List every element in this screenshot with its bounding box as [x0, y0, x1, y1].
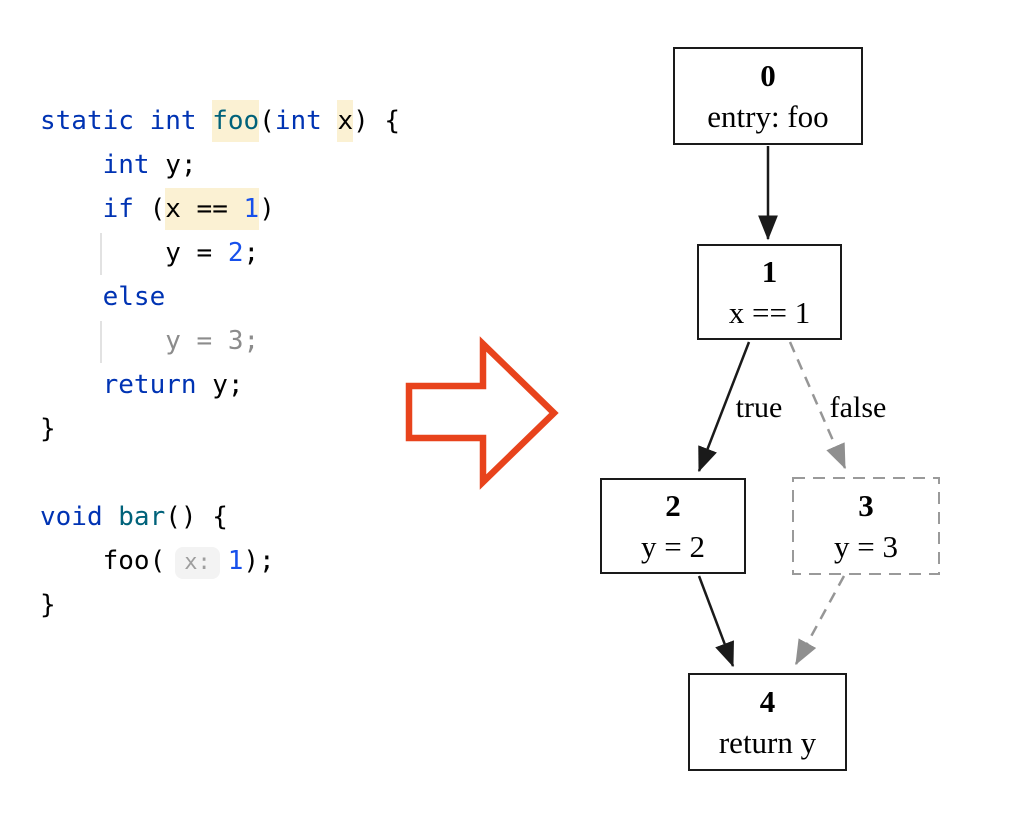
- code-token: static int: [40, 106, 213, 136]
- code-token: (: [259, 106, 275, 136]
- code-line: [40, 451, 400, 495]
- code-token: if: [102, 194, 134, 224]
- cfg-node-3: 3 y = 3: [793, 478, 939, 574]
- cfg-node-id: 3: [858, 488, 874, 523]
- code-line: }: [40, 407, 400, 451]
- code-token: 1: [243, 188, 260, 230]
- code-token: foo: [212, 100, 260, 142]
- parameter-hint-chip: x:: [175, 547, 220, 579]
- code-token: (: [133, 194, 166, 224]
- cfg-node-label: x == 1: [728, 295, 811, 330]
- cfg-node-id: 0: [760, 58, 776, 93]
- code-line: return y;: [40, 363, 400, 407]
- cfg-node-label: entry: foo: [707, 99, 829, 134]
- cfg-node-0: 0 entry: foo: [673, 47, 863, 145]
- code-line: else: [40, 275, 400, 319]
- code-token: [40, 282, 103, 312]
- cfg-node-id: 2: [665, 488, 681, 523]
- code-editor: static int foo(int x) { int y; if (x == …: [40, 99, 400, 627]
- code-token: y =: [165, 238, 228, 268]
- code-token: y;: [149, 150, 197, 180]
- code-token: [40, 238, 165, 268]
- cfg-node-label: y = 3: [834, 529, 898, 564]
- code-token: foo(: [40, 546, 166, 576]
- code-token: ) {: [353, 106, 401, 136]
- edge-2-4: [697, 575, 735, 668]
- code-lines: static int foo(int x) { int y; if (x == …: [40, 99, 400, 627]
- code-token: else: [102, 282, 166, 312]
- indent-guide: [100, 233, 102, 275]
- code-token: [103, 502, 119, 532]
- edge-label-false: false: [829, 391, 887, 424]
- code-token: x: [337, 100, 354, 142]
- code-token: }: [40, 590, 56, 620]
- code-token: [40, 194, 103, 224]
- code-line: int y;: [40, 143, 400, 187]
- cfg-node-1: 1 x == 1: [697, 244, 842, 340]
- cfg-node-id: 1: [761, 254, 778, 289]
- code-token: [40, 150, 103, 180]
- edge-label-true: true: [735, 391, 783, 424]
- code-token: return: [102, 370, 197, 400]
- code-line: void bar() {: [40, 495, 400, 539]
- code-token: [40, 370, 103, 400]
- indent-guide: [100, 321, 102, 363]
- right-arrow-icon: [405, 336, 559, 490]
- code-token: y = 3;: [40, 326, 260, 356]
- code-token: );: [243, 546, 275, 576]
- cfg-node-id: 4: [759, 684, 776, 719]
- code-token: int: [274, 106, 322, 136]
- cfg-node-2: 2 y = 2: [600, 478, 746, 574]
- code-token: 1: [227, 546, 244, 576]
- code-token: [322, 106, 338, 136]
- code-line: y = 2;: [40, 231, 400, 275]
- code-line: y = 3;: [40, 319, 400, 363]
- code-token: void: [40, 502, 103, 532]
- code-token: () {: [165, 502, 228, 532]
- code-token: y;: [196, 370, 244, 400]
- code-line: foo( x:1);: [40, 539, 400, 583]
- code-token: bar: [118, 502, 166, 532]
- cfg-node-label: y = 2: [641, 529, 705, 564]
- code-line: if (x == 1): [40, 187, 400, 231]
- cfg-node-label: return y: [718, 725, 817, 760]
- code-line: }: [40, 583, 400, 627]
- code-token: ;: [243, 238, 260, 268]
- code-token: 2: [227, 238, 244, 268]
- code-token: int: [102, 150, 150, 180]
- code-token: x ==: [165, 188, 244, 230]
- code-token: ): [259, 194, 275, 224]
- edge-3-4: [794, 575, 846, 666]
- code-token: }: [40, 414, 56, 444]
- cfg-node-4: 4 return y: [688, 673, 847, 771]
- code-line: static int foo(int x) {: [40, 99, 400, 143]
